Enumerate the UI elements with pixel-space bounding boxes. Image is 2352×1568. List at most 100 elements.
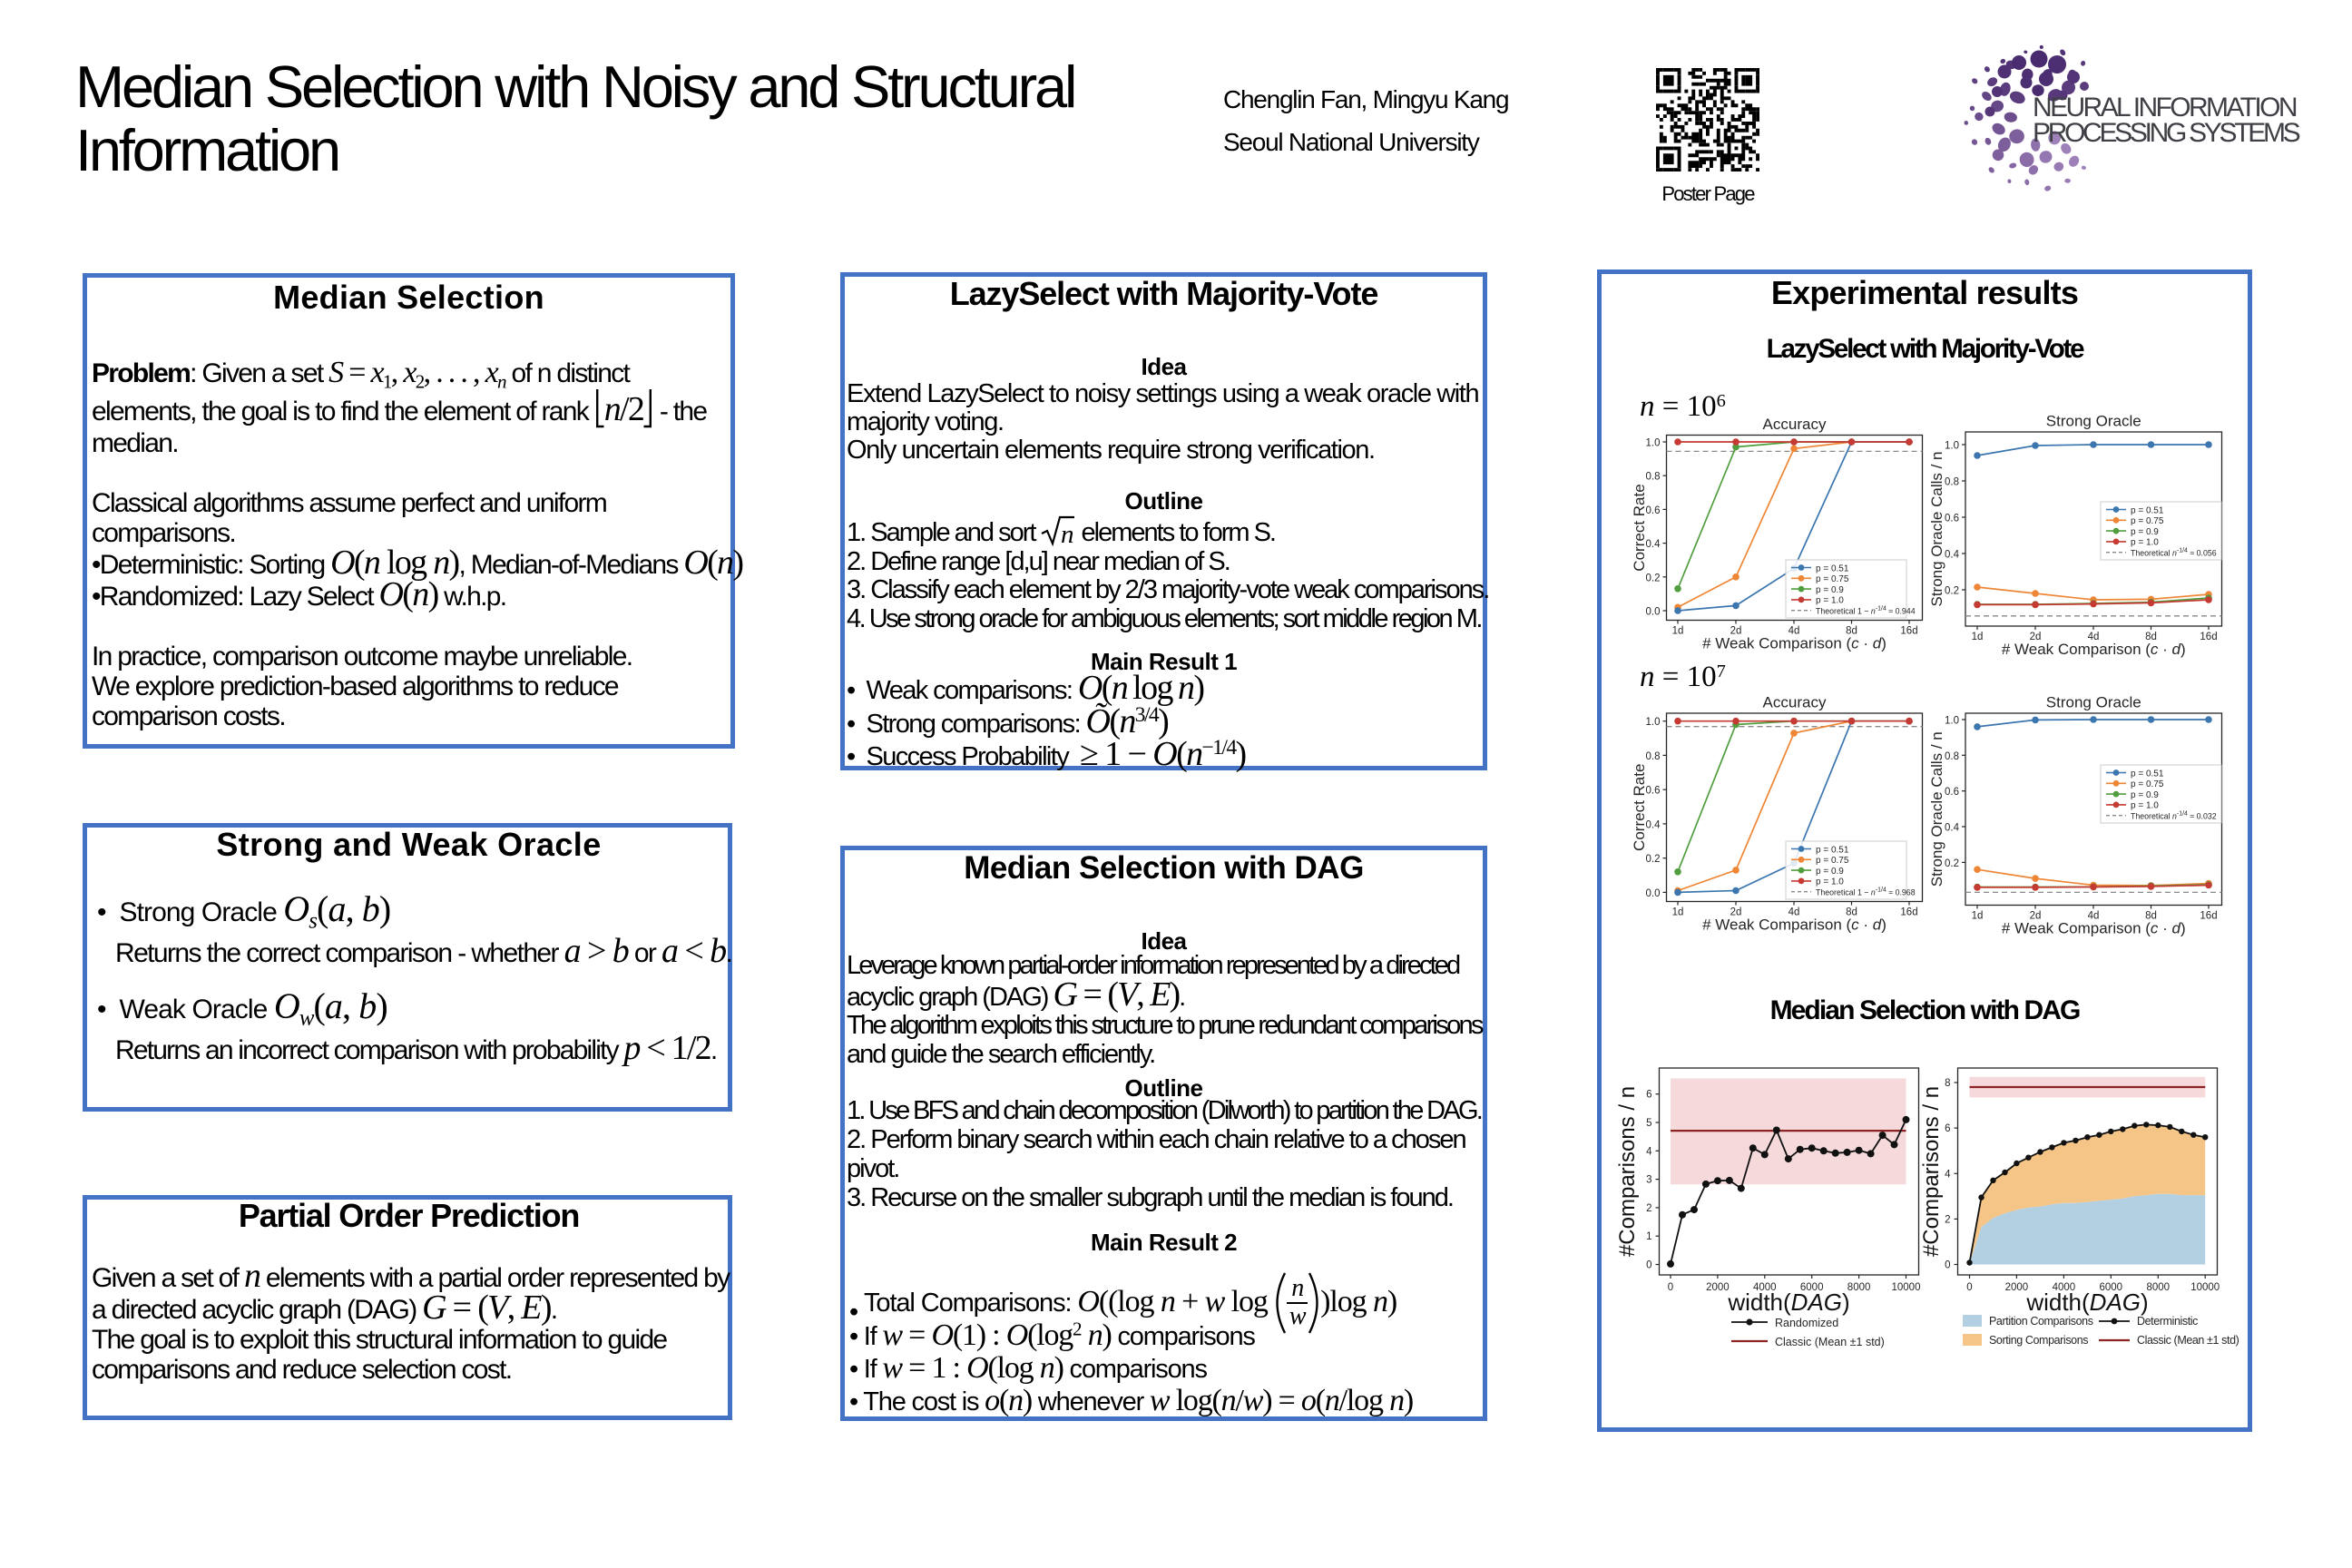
svg-text:2d: 2d [2030,911,2042,922]
svg-text:Classic (Mean ±1 std): Classic (Mean ±1 std) [2137,1334,2239,1347]
svg-text:8d: 8d [2145,911,2157,922]
svg-text:4: 4 [1646,1146,1652,1157]
svg-text:0.8: 0.8 [1945,751,1959,762]
svg-text:p = 0.9: p = 0.9 [1816,585,1844,595]
svg-text:Accuracy: Accuracy [1763,694,1827,711]
svg-text:0.6: 0.6 [1945,787,1959,798]
svg-text:0.4: 0.4 [1945,823,1960,834]
svg-text:8d: 8d [1846,626,1857,637]
svg-text:0.6: 0.6 [1945,514,1959,524]
svg-text:0.8: 0.8 [1646,472,1661,483]
svg-text:# Weak Comparison (c · d): # Weak Comparison (c · d) [2002,920,2186,937]
svg-text:16d: 16d [1900,626,1917,637]
svg-text:3: 3 [1646,1175,1651,1186]
svg-text:#Comparisons / n: #Comparisons / n [1919,1086,1944,1257]
svg-text:6000: 6000 [1800,1282,1824,1293]
svg-text:0.6: 0.6 [1646,786,1661,797]
svg-text:0.2: 0.2 [1646,854,1661,865]
svg-text:1.0: 1.0 [1945,716,1959,727]
svg-text:1.0: 1.0 [1646,438,1661,449]
svg-text:p = 0.75: p = 0.75 [2131,516,2164,526]
svg-text:8d: 8d [2145,632,2157,642]
svg-text:0.0: 0.0 [1646,888,1661,899]
svg-text:p = 0.9: p = 0.9 [2131,790,2159,800]
svg-text:Theoretical 1 − n-1/4 ≈ 0.968: Theoretical 1 − n-1/4 ≈ 0.968 [1816,887,1916,897]
svg-text:1: 1 [1646,1231,1651,1242]
svg-text:6000: 6000 [2100,1282,2123,1293]
svg-text:2000: 2000 [2005,1282,2029,1293]
svg-text:16d: 16d [2200,632,2217,642]
svg-text:10000: 10000 [1892,1282,1921,1293]
svg-text:Strong Oracle Calls / n: Strong Oracle Calls / n [1928,451,1945,606]
svg-text:16d: 16d [1900,907,1917,918]
svg-text:4d: 4d [1788,907,1800,918]
svg-text:5: 5 [1646,1118,1651,1129]
svg-text:1.0: 1.0 [1646,717,1661,728]
svg-text:p = 1.0: p = 1.0 [2131,538,2159,548]
svg-text:4d: 4d [2088,911,2100,922]
svg-text:0.6: 0.6 [1646,505,1661,516]
svg-text:0.8: 0.8 [1945,477,1959,488]
svg-text:p = 0.75: p = 0.75 [1816,574,1849,584]
svg-text:p = 0.75: p = 0.75 [1816,856,1849,866]
svg-text:Accuracy: Accuracy [1763,416,1827,433]
svg-text:Classic (Mean ±1 std): Classic (Mean ±1 std) [1775,1336,1885,1348]
svg-text:0.4: 0.4 [1646,539,1661,550]
svg-text:# Weak Comparison (c · d): # Weak Comparison (c · d) [1702,635,1886,652]
svg-text:p = 0.51: p = 0.51 [1816,564,1849,573]
svg-text:Strong Oracle Calls / n: Strong Oracle Calls / n [1928,731,1945,887]
svg-text:10000: 10000 [2190,1282,2220,1293]
svg-text:16d: 16d [2200,911,2217,922]
svg-text:4d: 4d [2088,632,2100,642]
svg-text:p = 0.51: p = 0.51 [2131,769,2164,779]
svg-text:8d: 8d [1846,907,1857,918]
svg-text:p = 1.0: p = 1.0 [2131,801,2159,811]
svg-text:p = 0.75: p = 0.75 [2131,779,2164,789]
svg-text:# Weak Comparison (c · d): # Weak Comparison (c · d) [1702,916,1886,934]
svg-text:0.0: 0.0 [1646,607,1661,618]
svg-text:2d: 2d [1730,907,1742,918]
svg-text:Partition Comparisons: Partition Comparisons [1989,1315,2093,1328]
svg-text:4000: 4000 [2053,1282,2076,1293]
svg-text:width(DAG): width(DAG) [2025,1289,2148,1316]
svg-text:2d: 2d [1730,626,1742,637]
svg-text:p = 0.51: p = 0.51 [1816,845,1849,855]
svg-text:Theoretical n-1/4 ≈ 0.032: Theoretical n-1/4 ≈ 0.032 [2131,811,2217,821]
svg-text:8: 8 [1945,1078,1950,1089]
svg-text:0.2: 0.2 [1945,586,1959,597]
svg-text:6: 6 [1646,1090,1651,1101]
svg-text:8000: 8000 [1847,1282,1871,1293]
svg-text:Theoretical n-1/4 ≈ 0.056: Theoretical n-1/4 ≈ 0.056 [2131,548,2217,558]
svg-text:p = 0.51: p = 0.51 [2131,505,2164,515]
svg-text:2: 2 [1945,1214,1950,1225]
svg-text:Randomized: Randomized [1775,1317,1838,1329]
svg-text:p = 0.9: p = 0.9 [1816,867,1844,877]
svg-text:8000: 8000 [2147,1282,2171,1293]
svg-text:n: n [1061,520,1073,549]
svg-text:1d: 1d [1972,632,1984,642]
svg-text:# Weak Comparison (c · d): # Weak Comparison (c · d) [2002,641,2186,658]
svg-text:2: 2 [1646,1203,1651,1214]
svg-text:0: 0 [1966,1282,1972,1293]
svg-text:0.2: 0.2 [1646,573,1661,583]
svg-text:Correct Rate: Correct Rate [1631,764,1648,851]
svg-text:0.4: 0.4 [1945,550,1960,561]
svg-text:1d: 1d [1672,907,1684,918]
svg-text:Strong Oracle: Strong Oracle [2046,413,2141,430]
svg-text:6: 6 [1945,1123,1950,1134]
svg-text:Deterministic: Deterministic [2137,1315,2198,1328]
svg-text:0: 0 [1668,1282,1673,1293]
svg-text:1.0: 1.0 [1945,441,1959,452]
svg-text:2000: 2000 [1706,1282,1730,1293]
svg-text:4000: 4000 [1753,1282,1777,1293]
svg-text:0.2: 0.2 [1945,858,1959,869]
svg-text:2d: 2d [2030,632,2042,642]
svg-text:4: 4 [1945,1169,1951,1180]
svg-text:p = 0.9: p = 0.9 [2131,527,2159,537]
svg-text:1d: 1d [1972,911,1984,922]
svg-text:Sorting Comparisons: Sorting Comparisons [1989,1334,2088,1347]
svg-text:p = 1.0: p = 1.0 [1816,877,1844,887]
svg-text:Theoretical 1 − n-1/4 ≈ 0.944: Theoretical 1 − n-1/4 ≈ 0.944 [1816,606,1916,616]
svg-text:Correct Rate: Correct Rate [1631,484,1648,571]
svg-text:0.4: 0.4 [1646,819,1661,830]
